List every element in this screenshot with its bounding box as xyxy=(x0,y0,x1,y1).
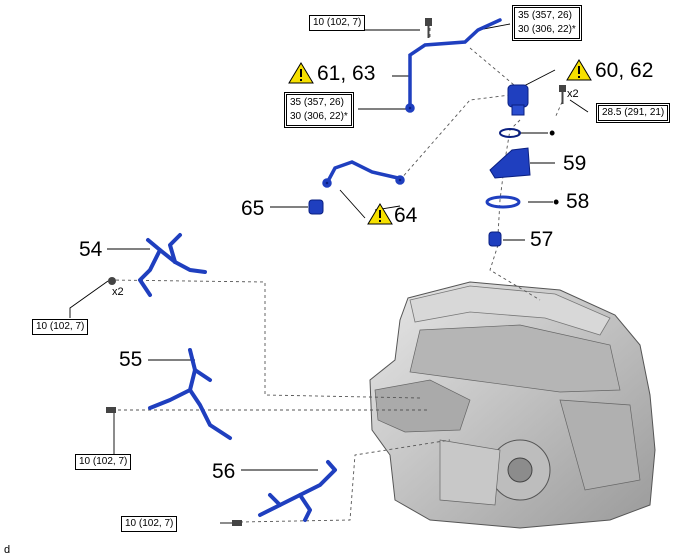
bullet-58: • xyxy=(553,192,560,212)
callout-60-62: 60, 62 xyxy=(595,59,654,82)
callout-58: 58 xyxy=(566,190,590,213)
o-ring xyxy=(499,128,521,138)
torque-left-line1: 35 (357, 26) xyxy=(290,97,344,108)
qty-x2-right: x2 xyxy=(567,88,579,100)
engine-block xyxy=(369,281,656,529)
part-60-62-sensor xyxy=(507,84,529,116)
torque-54: 10 (102, 7) xyxy=(32,319,89,335)
torque-left: 35 (357, 26) 30 (306, 22)* xyxy=(284,92,354,128)
torque-top-right-line2: 30 (306, 22)* xyxy=(518,24,576,35)
callout-59: 59 xyxy=(563,152,587,175)
callout-61-63: 61, 63 xyxy=(317,62,376,85)
callout-55: 55 xyxy=(119,348,143,371)
torque-left-line2: 30 (306, 22)* xyxy=(290,111,348,122)
sensor-wire-64 xyxy=(322,160,405,188)
callout-64: 64 xyxy=(394,204,418,227)
bolt-56 xyxy=(232,520,242,526)
warning-triangle-icon xyxy=(367,203,393,225)
callout-54: 54 xyxy=(79,238,103,261)
bullet-o-ring: • xyxy=(549,123,556,143)
part-57-cap xyxy=(488,231,502,247)
qty-x2-left: x2 xyxy=(112,286,124,298)
harness-54 xyxy=(138,233,207,297)
callout-56: 56 xyxy=(212,460,236,483)
warning-triangle-icon xyxy=(288,62,314,84)
part-59-bracket xyxy=(489,147,531,179)
harness-56 xyxy=(258,460,337,522)
part-58-gasket xyxy=(485,195,521,209)
bolt-top xyxy=(425,18,432,38)
part-65-connector xyxy=(308,199,324,215)
bolt-right xyxy=(559,85,566,104)
corner-code: d xyxy=(4,544,11,556)
torque-top-bolt: 10 (102, 7) xyxy=(309,15,366,31)
callout-57: 57 xyxy=(530,228,554,251)
callout-65: 65 xyxy=(241,197,265,220)
harness-55 xyxy=(148,348,232,440)
bolt-54 xyxy=(108,277,116,285)
torque-right: 28.5 (291, 21) xyxy=(596,103,671,123)
torque-56: 10 (102, 7) xyxy=(121,516,178,532)
sensor-wire-61-63 xyxy=(405,18,502,113)
torque-top-right: 35 (357, 26) 30 (306, 22)* xyxy=(512,5,582,41)
bolt-55 xyxy=(106,407,116,413)
warning-triangle-icon xyxy=(566,59,592,81)
torque-top-right-line1: 35 (357, 26) xyxy=(518,10,572,21)
torque-55: 10 (102, 7) xyxy=(75,454,132,470)
